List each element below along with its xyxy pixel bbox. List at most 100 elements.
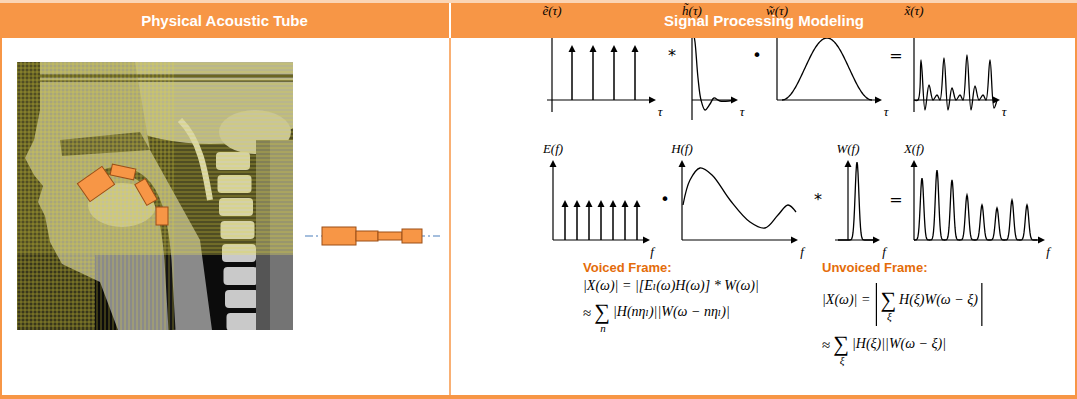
mri-grid bbox=[17, 172, 293, 173]
mri-grid bbox=[17, 302, 95, 303]
plot-axis bbox=[550, 160, 651, 244]
plot-axis bbox=[913, 163, 914, 240]
formula: ≈ bbox=[822, 336, 830, 354]
operator-symbol: • bbox=[660, 190, 669, 209]
mri-grid bbox=[17, 306, 95, 307]
axis-label: W(f) bbox=[836, 141, 859, 157]
plot-axis bbox=[552, 163, 553, 240]
mri-grid bbox=[17, 112, 293, 113]
mri-grid bbox=[17, 220, 293, 221]
plot-axis bbox=[553, 239, 647, 240]
plot-axis bbox=[550, 160, 557, 167]
slide-frame bbox=[1075, 38, 1077, 399]
impulse-train bbox=[571, 48, 573, 100]
impulse-train bbox=[612, 203, 614, 240]
window-curve bbox=[782, 38, 872, 100]
mri-grid bbox=[17, 136, 293, 137]
axis-label: X(f) bbox=[904, 141, 924, 157]
mri-grid bbox=[17, 266, 95, 267]
mri-grid bbox=[17, 236, 293, 237]
window-spectrum-curve bbox=[838, 162, 878, 240]
signal-plot bbox=[547, 22, 1045, 244]
mri-grid bbox=[17, 68, 293, 69]
mri-grid bbox=[17, 80, 293, 81]
mri-grid bbox=[17, 104, 293, 105]
formula: |H(ξ)||W(ω − ξ)| bbox=[852, 336, 946, 353]
plot-axis bbox=[643, 237, 650, 244]
vocal-tract-segment bbox=[77, 166, 114, 201]
plot-axis bbox=[835, 160, 880, 244]
mri-grid bbox=[17, 310, 95, 311]
impulse-train bbox=[634, 200, 641, 207]
mri-grid bbox=[17, 248, 293, 249]
axis-label: E(f) bbox=[543, 141, 563, 157]
plot-axis bbox=[777, 99, 879, 100]
formula: |X(ω)| = bbox=[822, 292, 870, 309]
absolute-value-bar bbox=[876, 283, 877, 326]
mri-grid bbox=[17, 216, 293, 217]
axis-label: H(f) bbox=[671, 141, 693, 157]
impulse-train bbox=[636, 203, 638, 240]
acoustic-tube bbox=[322, 227, 356, 245]
plot-axis bbox=[551, 25, 552, 112]
mri-image bbox=[225, 290, 259, 308]
impulse-train bbox=[611, 45, 618, 52]
acoustic-tube bbox=[378, 232, 402, 240]
mri-grid bbox=[17, 270, 95, 271]
mri-grid bbox=[17, 176, 293, 177]
header-cell: Physical Acoustic Tube bbox=[0, 3, 449, 38]
impulse-train bbox=[588, 203, 590, 240]
mri-grid bbox=[17, 322, 95, 323]
vocal-tract-segment bbox=[156, 207, 168, 225]
plot-axis bbox=[791, 237, 798, 244]
axis-label: x̃(τ) bbox=[904, 3, 923, 19]
mri-grid bbox=[17, 184, 293, 185]
plot-axis bbox=[682, 239, 795, 240]
mri-grid bbox=[17, 156, 293, 157]
sum-index: ξ bbox=[887, 310, 892, 323]
mri-grid bbox=[17, 84, 293, 85]
mri-grid bbox=[17, 258, 95, 259]
mri-grid bbox=[17, 62, 293, 330]
sum-index: ξ bbox=[840, 354, 845, 367]
axis-label: τ bbox=[884, 104, 889, 120]
axis-label: f bbox=[1046, 244, 1050, 260]
mri-grid bbox=[17, 148, 293, 149]
impulse-train bbox=[634, 48, 636, 100]
acoustic-tube bbox=[356, 231, 378, 241]
plot-axis bbox=[649, 97, 656, 104]
mri-grid bbox=[17, 318, 95, 319]
mri-grid bbox=[17, 314, 95, 315]
mri-grid bbox=[17, 192, 293, 193]
plot-axis bbox=[691, 25, 692, 120]
mri-grid bbox=[17, 72, 293, 73]
mri-grid bbox=[17, 224, 293, 225]
mri-grid bbox=[17, 96, 293, 97]
impulse-train bbox=[613, 48, 615, 100]
axis-label: f bbox=[882, 244, 886, 260]
plot-axis bbox=[845, 160, 852, 167]
plot-axis bbox=[875, 97, 882, 104]
mri-grid bbox=[17, 88, 293, 89]
mri-grid bbox=[17, 168, 293, 169]
mri-grid bbox=[17, 92, 293, 93]
mri-grid bbox=[17, 204, 293, 205]
formula: |H(nηₗ)||W(ω − nηₗ)| bbox=[613, 304, 730, 321]
mri-grid bbox=[17, 188, 293, 189]
formula: ≈ bbox=[583, 304, 591, 322]
impulse-train bbox=[610, 200, 617, 207]
mri-grid bbox=[17, 144, 293, 145]
absolute-value-bar bbox=[876, 283, 981, 326]
mri-grid bbox=[17, 140, 293, 141]
axis-label: f bbox=[650, 244, 654, 260]
operator-symbol: * bbox=[668, 46, 676, 65]
axis-label: τ bbox=[658, 104, 663, 120]
vocal-tract-segment bbox=[77, 164, 168, 225]
vocal-tract-segment bbox=[110, 164, 136, 180]
mri-grid bbox=[17, 262, 95, 263]
impulse-train bbox=[574, 200, 581, 207]
mri-grid bbox=[17, 212, 293, 213]
plot-axis bbox=[911, 160, 1046, 244]
mri-grid bbox=[17, 100, 293, 101]
impulse-train bbox=[632, 45, 639, 52]
